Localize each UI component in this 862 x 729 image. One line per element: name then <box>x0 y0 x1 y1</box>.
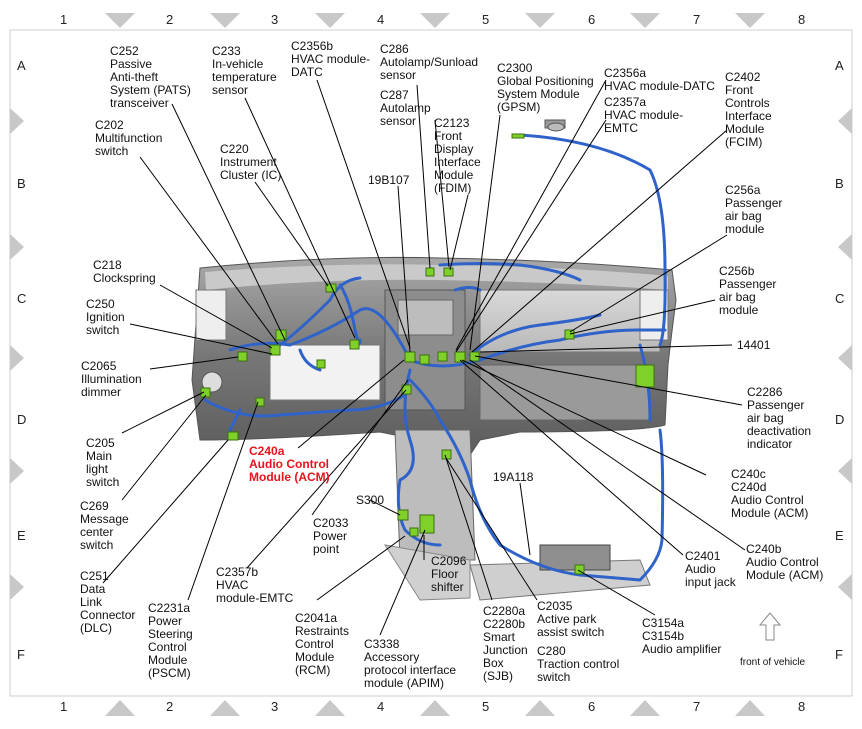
label-c3338: C3338 Accessory protocol interface modul… <box>364 637 457 690</box>
label-c2231a: C2231a Power Steering Control Module (PS… <box>148 601 193 680</box>
label-c287: C287 Autolamp sensor <box>380 88 431 128</box>
label-c2065: C2065 Illumination dimmer <box>81 359 142 399</box>
label-c218: C218 Clockspring <box>93 258 156 285</box>
grid-row-d: D <box>17 412 27 427</box>
label-c2280: C2280a C2280b Smart Junction Box (SJB) <box>483 604 528 683</box>
label-c2035: C2035 Active park assist switch <box>537 599 605 639</box>
label-c240b: C240b Audio Control Module (ACM) <box>746 542 824 582</box>
label-19b107: 19B107 <box>368 173 410 187</box>
grid-row-a-right: A <box>835 58 844 73</box>
label-c233: C233 In-vehicle temperature sensor <box>212 44 277 97</box>
label-c251: C251 Data Link Connector (DLC) <box>80 569 136 635</box>
label-c205: C205 Main light switch <box>86 436 120 489</box>
grid-row-f: F <box>17 647 25 662</box>
grid-col-2-bottom: 2 <box>166 699 174 714</box>
grid-col-5: 5 <box>482 12 490 27</box>
grid-col-8: 8 <box>798 12 806 27</box>
label-c2402: C2402 Front Controls Interface Module (F… <box>725 70 772 149</box>
label-14401: 14401 <box>737 338 771 352</box>
label-c2286: C2286 Passenger air bag deactivation ind… <box>747 385 812 451</box>
front-of-vehicle-arrow-icon <box>758 612 782 641</box>
label-c280: C280 Traction control switch <box>537 644 620 684</box>
grid-col-5-bottom: 5 <box>482 699 490 714</box>
label-19a118: 19A118 <box>493 470 534 484</box>
grid-col-1-bottom: 1 <box>60 699 68 714</box>
grid-col-8-bottom: 8 <box>798 699 806 714</box>
grid-col-4: 4 <box>377 12 385 27</box>
label-s300: S300 <box>356 493 385 507</box>
label-c202: C202 Multifunction switch <box>95 118 163 158</box>
label-c2401: C2401 Audio input jack <box>685 549 736 589</box>
grid-col-1: 1 <box>60 12 68 27</box>
label-c256b: C256b Passenger air bag module <box>719 264 777 317</box>
grid-col-7: 7 <box>693 12 701 27</box>
label-c220: C220 Instrument Cluster (IC) <box>220 142 282 182</box>
grid-col-7-bottom: 7 <box>693 699 701 714</box>
grid-row-d-right: D <box>835 412 845 427</box>
label-c2123: C2123 Front Display Interface Module (FD… <box>434 116 481 195</box>
grid-row-e-right: E <box>835 528 844 543</box>
label-front-of-vehicle: front of vehicle <box>740 657 806 668</box>
grid-col-6-bottom: 6 <box>588 699 596 714</box>
label-c2356b: C2356b HVAC module- DATC <box>291 39 371 79</box>
label-c2356a: C2356a HVAC module-DATC <box>604 66 715 93</box>
grid-markers <box>10 13 852 716</box>
grid-col-3: 3 <box>271 12 279 27</box>
label-c286: C286 Autolamp/Sunload sensor <box>380 42 479 82</box>
grid-row-c-right: C <box>835 291 845 306</box>
grid-col-3-bottom: 3 <box>271 699 279 714</box>
connectors <box>200 133 655 575</box>
label-c2357b: C2357b HVAC module-EMTC <box>216 565 294 605</box>
label-c2300: C2300 Global Positioning System Module (… <box>497 61 594 114</box>
grid-col-2: 2 <box>166 12 174 27</box>
grid-row-a: A <box>17 58 26 73</box>
label-c2096: C2096 Floor shifter <box>431 554 467 594</box>
label-c240cd: C240c C240d Audio Control Module (ACM) <box>731 467 809 520</box>
label-c256a: C256a Passenger air bag module <box>725 183 783 236</box>
grid-row-c: C <box>17 291 27 306</box>
leader-lines <box>102 79 746 636</box>
grid-col-4-bottom: 4 <box>377 699 385 714</box>
label-c250: C250 Ignition switch <box>86 297 125 337</box>
label-c2041a: C2041a Restraints Control Module (RCM) <box>295 611 350 677</box>
grid-row-e: E <box>17 528 26 543</box>
grid-row-b: B <box>17 176 26 191</box>
label-c240a-highlighted: C240a Audio Control Module (ACM) <box>249 444 330 484</box>
grid-row-f-right: F <box>835 647 843 662</box>
label-c2033: C2033 Power point <box>313 516 349 556</box>
label-c2357a: C2357a HVAC module- EMTC <box>604 95 684 135</box>
label-c252: C252 Passive Anti-theft System (PATS) tr… <box>110 44 191 110</box>
label-c3154: C3154a C3154b Audio amplifier <box>642 616 722 656</box>
label-c269: C269 Message center switch <box>80 499 129 552</box>
grid-row-b-right: B <box>835 176 844 191</box>
grid-col-6: 6 <box>588 12 596 27</box>
